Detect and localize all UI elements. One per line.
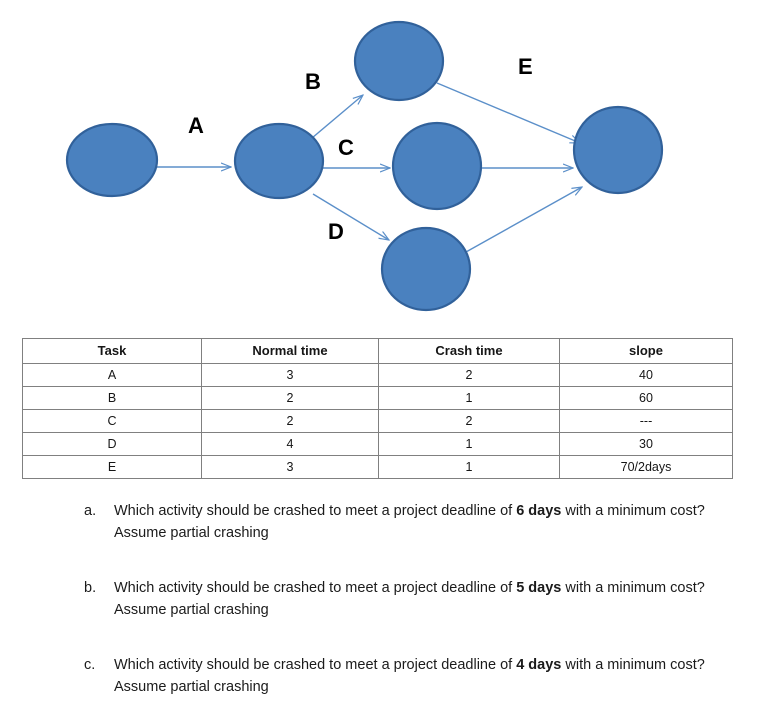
- edge-label-b: B: [305, 69, 321, 94]
- crash-table-container: Task Normal time Crash time slope A 3 2 …: [22, 338, 733, 479]
- node-start[interactable]: [65, 122, 159, 198]
- question-text-before: Which activity should be crashed to meet…: [114, 656, 517, 673]
- edges-group: [157, 82, 582, 253]
- cell-task: D: [22, 432, 202, 456]
- node-second[interactable]: [233, 122, 325, 200]
- cell-normal-time: 3: [201, 363, 379, 387]
- column-header-slope: slope: [559, 338, 733, 364]
- question-item-c: c. Which activity should be crashed to m…: [78, 654, 738, 699]
- cell-normal-time: 4: [201, 432, 379, 456]
- edge-label-d: D: [328, 219, 344, 244]
- node-top[interactable]: [353, 20, 445, 102]
- nodes-group: [65, 20, 664, 312]
- column-header-normal-time: Normal time: [201, 338, 379, 364]
- edge-d: [312, 193, 389, 240]
- question-text-after: with a minimum cost?: [561, 503, 705, 519]
- cell-task: C: [22, 409, 202, 433]
- crash-table: Task Normal time Crash time slope A 3 2 …: [22, 338, 733, 479]
- question-item-b: b. Which activity should be crashed to m…: [78, 577, 738, 622]
- edge-label-c: C: [338, 135, 354, 160]
- node-middle[interactable]: [391, 121, 483, 211]
- question-deadline: 6 days: [516, 503, 562, 519]
- cell-slope: 40: [559, 363, 733, 387]
- question-marker: a.: [84, 503, 97, 519]
- cell-task: E: [22, 455, 202, 479]
- table-row: C 2 2 ---: [22, 409, 733, 433]
- cell-normal-time: 2: [201, 386, 379, 410]
- edge-e: [436, 82, 580, 144]
- node-end[interactable]: [572, 105, 664, 195]
- table-header-row: Task Normal time Crash time slope: [22, 338, 733, 364]
- cell-normal-time: 3: [201, 455, 379, 479]
- cell-slope: ---: [559, 409, 733, 433]
- question-item-a: a. Which activity should be crashed to m…: [78, 500, 738, 545]
- cell-crash-time: 1: [378, 386, 560, 410]
- cell-slope: 30: [559, 432, 733, 456]
- table-row: A 3 2 40: [22, 363, 733, 387]
- question-deadline: 5 days: [516, 579, 562, 596]
- cell-crash-time: 1: [378, 455, 560, 479]
- question-line-2: Assume partial crashing: [114, 679, 269, 696]
- network-diagram: A B C D E: [0, 0, 775, 325]
- column-header-crash-time: Crash time: [378, 338, 560, 364]
- question-deadline: 4 days: [516, 656, 562, 673]
- question-line-1: Which activity should be crashed to meet…: [114, 577, 738, 599]
- question-line-1: Which activity should be crashed to meet…: [114, 500, 738, 522]
- question-marker: c.: [84, 656, 96, 673]
- question-text-before: Which activity should be crashed to meet…: [114, 579, 517, 596]
- question-line-1: Which activity should be crashed to meet…: [114, 654, 738, 676]
- cell-task: B: [22, 386, 202, 410]
- table-row: B 2 1 60: [22, 386, 733, 410]
- edge-bottom-to-end: [465, 187, 582, 253]
- question-text-before: Which activity should be crashed to meet…: [114, 503, 517, 519]
- question-text-after: with a minimum cost?: [561, 656, 705, 673]
- question-line-2: Assume partial crashing: [114, 602, 269, 619]
- edge-b: [311, 95, 363, 139]
- table-row: E 3 1 70/2days: [22, 455, 733, 479]
- cell-task: A: [22, 363, 202, 387]
- cell-crash-time: 2: [378, 409, 560, 433]
- questions-list: a. Which activity should be crashed to m…: [78, 500, 738, 699]
- question-marker: b.: [84, 579, 97, 596]
- edge-label-a: A: [188, 113, 204, 138]
- edge-label-e: E: [518, 54, 533, 79]
- cell-crash-time: 1: [378, 432, 560, 456]
- cell-normal-time: 2: [201, 409, 379, 433]
- column-header-task: Task: [22, 338, 202, 364]
- question-text-after: with a minimum cost?: [561, 579, 705, 596]
- cell-crash-time: 2: [378, 363, 560, 387]
- question-line-2: Assume partial crashing: [114, 525, 269, 542]
- cell-slope: 70/2days: [559, 455, 733, 479]
- node-bottom[interactable]: [380, 226, 472, 312]
- cell-slope: 60: [559, 386, 733, 410]
- table-row: D 4 1 30: [22, 432, 733, 456]
- network-diagram-canvas: [65, 20, 664, 312]
